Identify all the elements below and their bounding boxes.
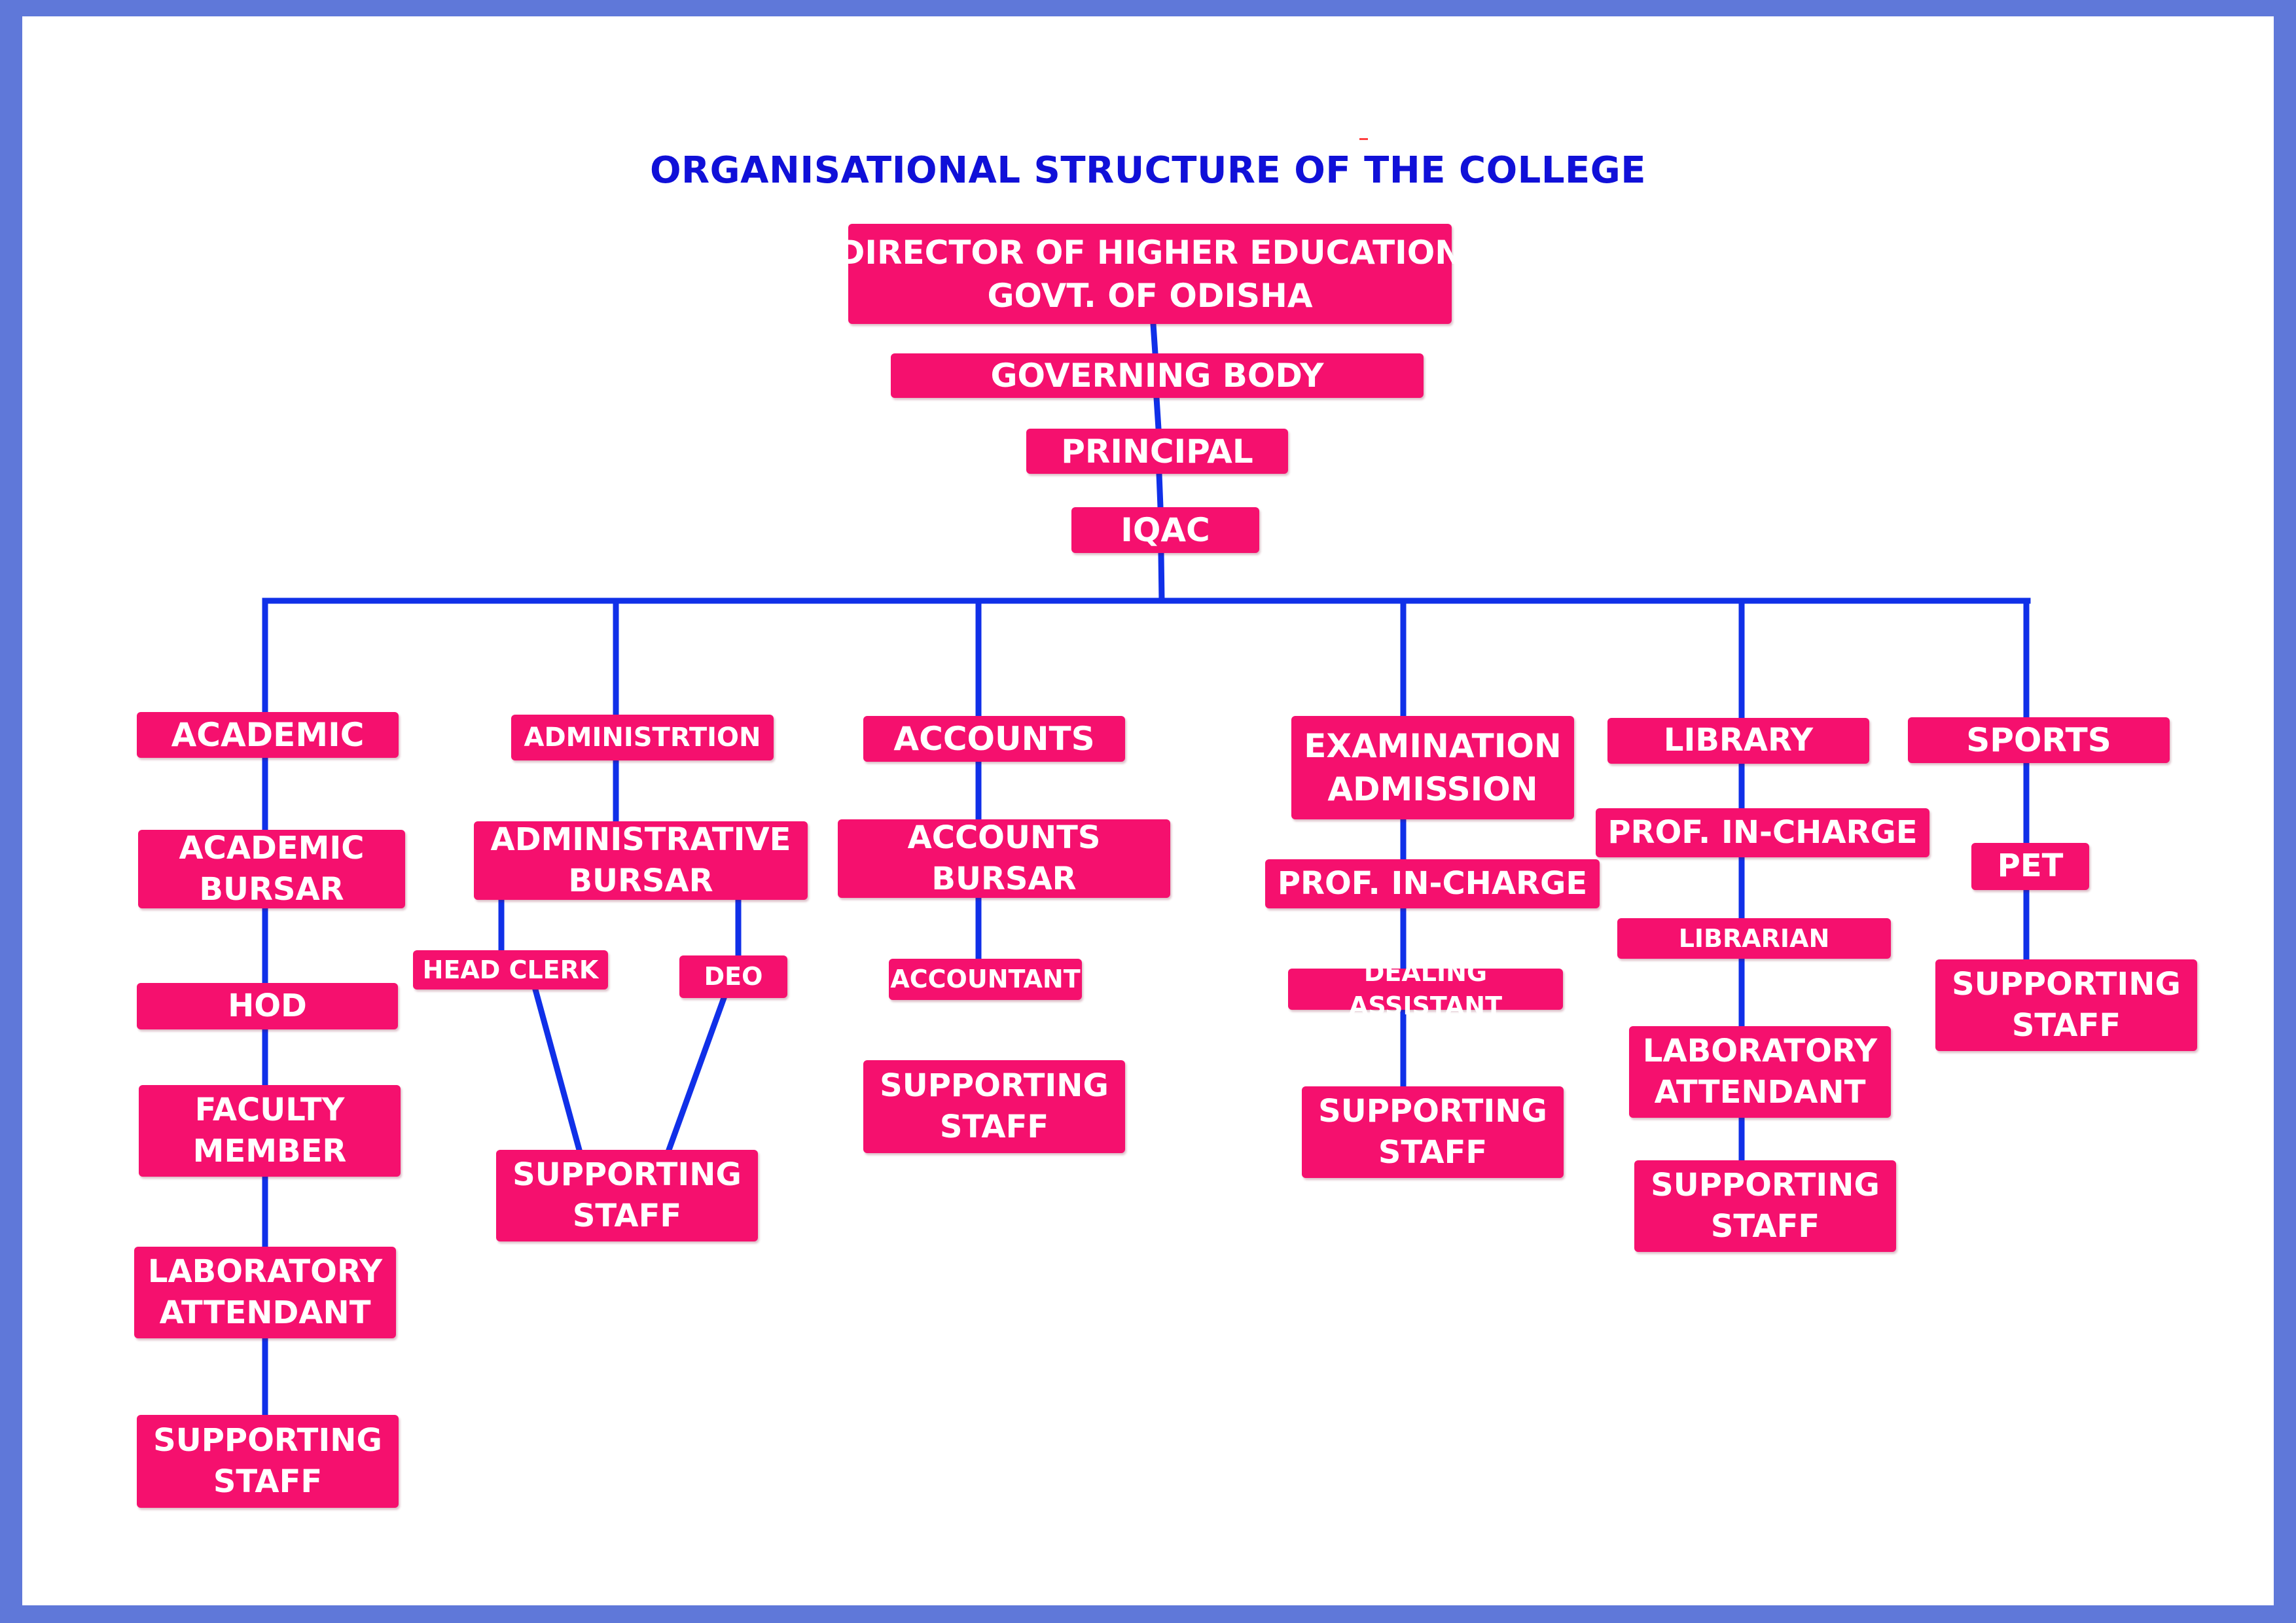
box-head-clerk: HEAD CLERK	[413, 950, 608, 990]
box-academic-lab-attendant: LABORATORY ATTENDANT	[134, 1247, 396, 1338]
box-director: DIRECTOR OF HIGHER EDUCATION GOVT. OF OD…	[838, 224, 1462, 324]
box-academic-supporting-staff: SUPPORTING STAFF	[137, 1415, 399, 1508]
box-administration: ADMINISTRTION	[511, 715, 774, 760]
box-librarian: LIBRARIAN	[1617, 918, 1891, 959]
box-sports: SPORTS	[1908, 717, 2170, 763]
box-accounts-bursar: ACCOUNTS BURSAR	[838, 819, 1170, 898]
box-dealing-assistant: DEALING ASSISTANT	[1288, 958, 1563, 1020]
box-academic-bursar: ACADEMIC BURSAR	[138, 830, 405, 908]
box-admin-supporting-staff: SUPPORTING STAFF	[496, 1150, 758, 1241]
page-title: ORGANISATIONAL STRUCTURE OF THE COLLEGE	[649, 149, 1647, 192]
connector-governing-principal	[1153, 395, 1162, 432]
connector-principal-iqac	[1156, 471, 1164, 510]
box-iqac: IQAC	[1071, 507, 1259, 553]
box-examination-admission: EXAMINATION ADMISSION	[1291, 716, 1574, 819]
connector-director-governing	[1150, 321, 1158, 357]
connector-deo-staff	[665, 994, 728, 1154]
box-governing-body: GOVERNING BODY	[891, 353, 1424, 398]
connector-headclerk-staff	[531, 986, 583, 1154]
stray-mark	[1359, 138, 1368, 140]
box-administrative-bursar: ADMINISTRATIVE BURSAR	[474, 821, 808, 900]
box-sports-supporting-staff: SUPPORTING STAFF	[1935, 959, 2197, 1051]
box-pet: PET	[1971, 843, 2089, 890]
box-library-lab-attendant: LABORATORY ATTENDANT	[1629, 1026, 1891, 1118]
box-exam-supporting-staff: SUPPORTING STAFF	[1302, 1086, 1564, 1178]
box-accounts: ACCOUNTS	[863, 716, 1125, 762]
box-deo: DEO	[679, 955, 787, 998]
box-library-supporting-staff: SUPPORTING STAFF	[1634, 1160, 1896, 1252]
connector-iqac-bar	[1158, 550, 1165, 604]
box-hod: HOD	[137, 983, 398, 1029]
box-exam-prof-in-charge: PROF. IN-CHARGE	[1265, 859, 1600, 908]
box-faculty-member: FACULTY MEMBER	[139, 1085, 401, 1177]
box-accounts-supporting-staff: SUPPORTING STAFF	[863, 1060, 1125, 1153]
box-accountant: ACCOUNTANT	[889, 959, 1082, 1000]
box-library: LIBRARY	[1607, 718, 1869, 764]
box-library-prof-in-charge: PROF. IN-CHARGE	[1596, 808, 1929, 857]
box-principal: PRINCIPAL	[1026, 429, 1288, 474]
box-academic: ACADEMIC	[137, 712, 399, 758]
